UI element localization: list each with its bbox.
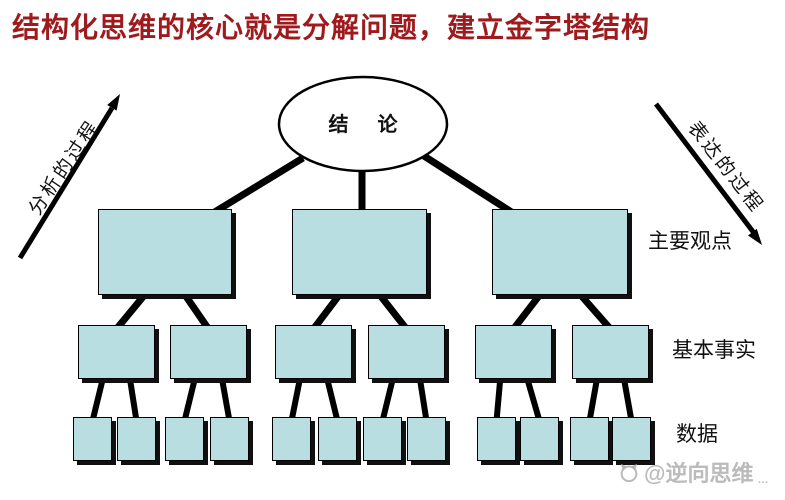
apex-ellipse [277,75,449,173]
pyramid-box-l2-2 [170,325,247,379]
pyramid-box-l1-3 [492,209,628,295]
pyramid-box-l1-2 [292,209,427,295]
connector-leg [586,375,601,422]
pyramid-box-l3-7 [363,417,402,461]
connector-apex-left [211,155,305,216]
watermark-logo-icon [620,463,638,483]
pyramid-box-l1-1 [98,209,232,295]
connector-leg [288,375,304,422]
pyramid-box-l2-5 [475,325,552,379]
connector-leg [379,375,397,422]
connector-leg [89,375,107,422]
connector-apex-right [422,153,515,216]
watermark-text: @逆向思维 [644,461,754,486]
pyramid-box-l3-9 [477,417,516,461]
connector-leg [416,375,430,422]
watermark: @逆向思维 … [618,458,769,486]
pyramid-box-l3-11 [570,417,609,461]
pyramid-box-l3-2 [117,417,156,461]
connector-leg [493,375,504,422]
connector-leg [218,375,233,422]
connector-leg [181,375,199,422]
pyramid-box-l3-12 [612,417,651,461]
expression-arrow-head-icon [748,228,762,245]
connector-leg [575,289,614,332]
pyramid-box-l2-3 [275,325,352,379]
leg-connector-group [89,289,635,422]
analysis-arrow-shaft [17,106,115,260]
connector-group [17,94,762,260]
analysis-arrow-head-icon [107,94,120,111]
connector-leg [523,375,543,422]
connector-leg [323,375,341,422]
expression-arrow-shaft [654,102,756,235]
connector-leg [180,290,212,331]
page-title: 结构化思维的核心就是分解问题，建立金字塔结构 [12,12,651,43]
connector-leg [374,289,410,332]
pyramid-box-l3-10 [520,417,559,461]
pyramid-box-l2-1 [78,325,155,379]
level-label-basic-facts: 基本事实 [672,338,756,362]
level-label-main-points: 主要观点 [648,229,732,253]
connector-leg [310,289,345,332]
pyramid-box-l2-4 [368,325,445,379]
watermark-suffix: … [757,474,770,486]
connector-leg [620,375,635,422]
connector-leg [510,289,545,332]
connector-leg [113,289,150,332]
pyramid-box-l2-6 [572,325,649,379]
pyramid-box-l3-1 [73,417,112,461]
connector-leg [126,375,140,422]
pyramid-box-l3-4 [210,417,249,461]
level-label-data: 数据 [676,422,718,446]
pyramid-box-l3-3 [165,417,204,461]
pyramid-box-l3-5 [272,417,311,461]
apex-label: 结 论 [328,114,410,136]
pyramid-box-l3-8 [407,417,446,461]
pyramid-box-l3-6 [318,417,357,461]
